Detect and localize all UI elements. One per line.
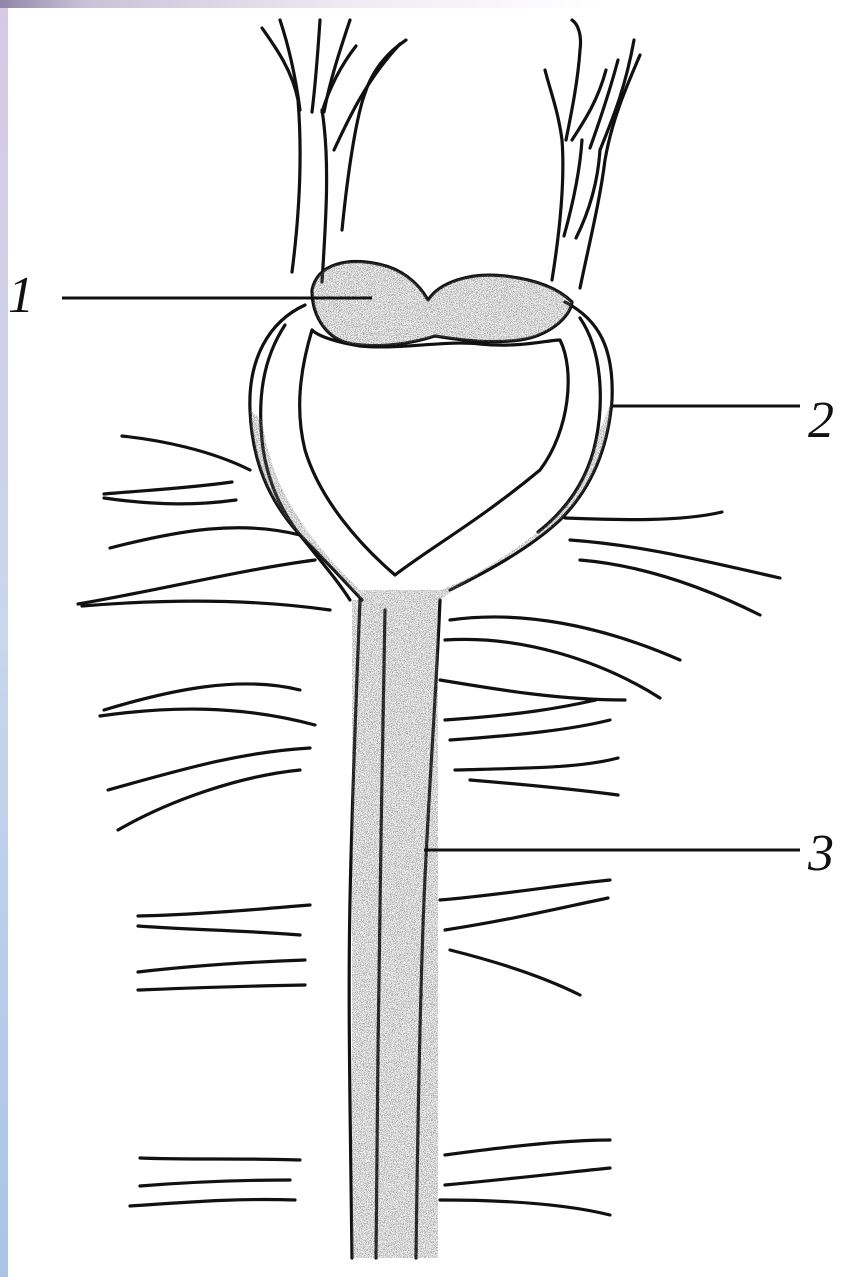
peripharyngeal-ring	[250, 302, 612, 600]
label-3: 3	[808, 828, 834, 880]
left-anterior-nerve-bundle	[262, 20, 406, 282]
label-2: 2	[808, 395, 834, 447]
label-1: 1	[8, 270, 34, 322]
right-anterior-nerve-bundle	[545, 20, 640, 288]
right-lateral-nerves	[440, 512, 780, 1215]
left-lateral-nerves	[78, 436, 330, 1206]
stipple-shading	[250, 262, 612, 1258]
